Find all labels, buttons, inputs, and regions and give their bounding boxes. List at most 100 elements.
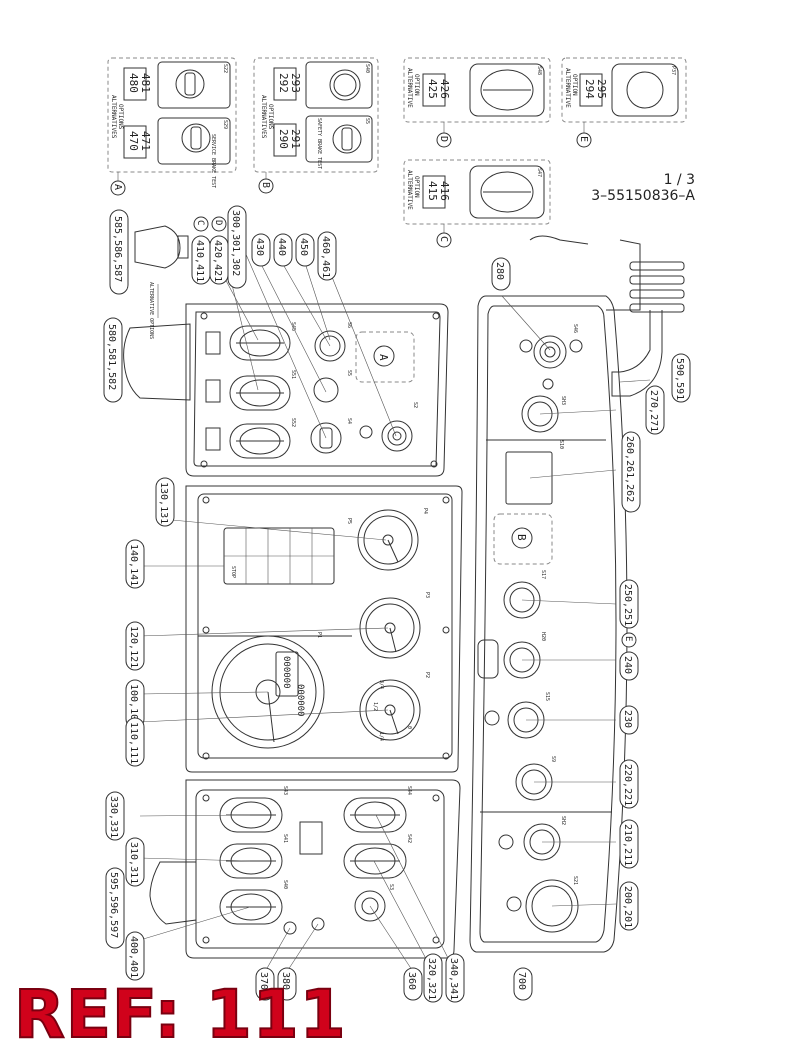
fuel-tick-three-quarter: 3/4 — [378, 680, 384, 689]
switch-s42: S42 — [406, 834, 412, 843]
sheet-page: 1 / 3 — [663, 172, 695, 188]
speedometer-p1 — [211, 635, 325, 749]
callout-310: 310,311 — [128, 842, 139, 884]
option-group-a: ALTERNATIVES OPTIONS 480 481 470 471 S22… — [107, 57, 237, 196]
switch-sh2: SH2 — [560, 816, 566, 825]
callout-595: 595,596,597 — [108, 872, 119, 938]
option-d-switch-s48: S48 — [536, 66, 542, 75]
gauge-p1-label: P1 — [316, 632, 322, 638]
option-b-code-291: 291 — [289, 129, 302, 149]
lower-switch-panel: S43 S44 S41 S42 S40 S3 — [185, 779, 461, 959]
option-a-letter: A — [112, 184, 123, 190]
callout-130: 130,131 — [158, 482, 169, 524]
callout-220: 220,221 — [622, 764, 633, 806]
callout-320: 320,321 — [426, 958, 437, 1000]
option-e-code-295: 295 — [595, 79, 608, 99]
callout-300: 300,301,302 — [230, 210, 241, 276]
option-b-code-290: 290 — [277, 129, 290, 149]
beacon-lamp-lower — [123, 323, 191, 401]
callout-580: 580,581,582 — [106, 324, 117, 390]
callouts: 585,586,587 580,581,582 410,411 C 420,42… — [103, 205, 691, 1003]
gauge-p2-fuel — [359, 679, 421, 741]
callout-200: 200,201 — [622, 886, 633, 928]
gauge-p4-label: P4 — [422, 508, 428, 514]
option-a-code-471: 471 — [139, 131, 152, 151]
callout-270: 270,271 — [648, 390, 659, 432]
callout-450: 450 — [298, 238, 309, 256]
callout-240: 240 — [622, 656, 633, 674]
option-a-title: ALTERNATIVES — [110, 95, 117, 139]
right-placeholder-letter: B — [515, 534, 528, 541]
option-e-switch-p37: P37 — [670, 66, 676, 75]
callout-420-letter: D — [213, 220, 223, 225]
callout-440: 440 — [276, 238, 287, 256]
option-e-subtitle: OPTION — [571, 74, 578, 96]
gauge-p3 — [359, 597, 421, 659]
option-a-code-470: 470 — [127, 131, 140, 151]
switch-s15: S15 — [544, 692, 550, 701]
callout-430: 430 — [254, 238, 265, 256]
fuel-tick-empty: 0 — [406, 726, 412, 729]
option-a-switch-s22: S22 — [222, 64, 228, 73]
switch-s21: S21 — [572, 876, 578, 885]
option-d-code-425: 425 — [426, 79, 439, 99]
gauge-p5-label: P5 — [346, 518, 352, 524]
fuel-tick-quarter: 1/4 — [378, 732, 384, 741]
switch-s4: S4 — [346, 418, 352, 424]
callout-370: 370 — [258, 972, 269, 990]
option-b-letter: B — [260, 182, 271, 188]
parking-brake-icon — [498, 834, 514, 850]
callout-260: 260,261,262 — [624, 436, 635, 502]
upper-placeholder-letter: A — [377, 354, 390, 361]
gauge-p2-label: P2 — [424, 672, 430, 678]
callout-210: 210,211 — [622, 824, 633, 866]
callout-360: 360 — [406, 972, 417, 990]
switch-h20: H20 — [540, 632, 546, 641]
switch-s46: S46 — [572, 324, 578, 333]
alt-options-note: ALTERNATIVE OPTIONS — [148, 282, 154, 339]
callout-120: 120,121 — [128, 626, 139, 668]
option-c-subtitle: OPTION — [413, 176, 420, 198]
switch-s51: S51 — [290, 370, 296, 379]
option-a-switch-s29: S29 — [222, 120, 228, 129]
option-a-subtitle: OPTIONS — [117, 104, 124, 130]
beacon-lamp-upper — [134, 225, 189, 269]
option-a-code-481: 481 — [139, 73, 152, 93]
switch-sh3: SH3 — [560, 396, 566, 405]
option-a-caption: SERVICE BRAKE TEST — [210, 134, 216, 188]
switch-s17: S17 — [540, 570, 546, 579]
callout-140: 140,141 — [128, 544, 139, 586]
option-b-caption: SAFETY BRAKE TEST — [316, 118, 322, 169]
callout-380: 380 — [280, 972, 291, 990]
emergency-park-icon — [506, 896, 522, 912]
option-b-code-293: 293 — [289, 73, 302, 93]
callout-250: 250,251 — [622, 584, 633, 626]
ref-banner: REF: 111 — [13, 976, 347, 1053]
switch-s52: S52 — [290, 418, 296, 427]
option-a-code-480: 480 — [127, 73, 140, 93]
option-b-switch-s5: S5 — [364, 118, 370, 124]
gauge-p4 — [357, 509, 419, 571]
switch-s2: S2 — [412, 402, 418, 408]
switch-s5: S5 — [346, 370, 352, 376]
callout-410: 410,411 — [194, 240, 205, 282]
callout-585: 585,586,587 — [112, 216, 123, 282]
callout-410-letter: C — [195, 220, 205, 225]
odometer-upper: 000000 — [281, 656, 291, 689]
option-b-subtitle: OPTIONS — [267, 104, 274, 130]
drawing-number: 3–55150836–A — [591, 188, 695, 204]
callout-240-letter: E — [623, 636, 633, 641]
switch-s41: S41 — [282, 834, 288, 843]
warning-stop-label: STOP — [230, 566, 236, 578]
wiper-icon — [205, 427, 221, 451]
callout-340: 340,341 — [448, 958, 459, 1000]
option-c-switch-s47: S47 — [536, 168, 542, 177]
callout-110: 110,111 — [128, 722, 139, 764]
lamp-icon — [205, 331, 221, 355]
option-c-code-416: 416 — [438, 181, 451, 201]
switch-s40: S40 — [282, 880, 288, 889]
gauge-p3-label: P3 — [424, 592, 430, 598]
option-d-code-426: 426 — [438, 79, 451, 99]
switch-s43: S43 — [282, 786, 288, 795]
option-b-switch-s40: S40 — [364, 64, 370, 73]
